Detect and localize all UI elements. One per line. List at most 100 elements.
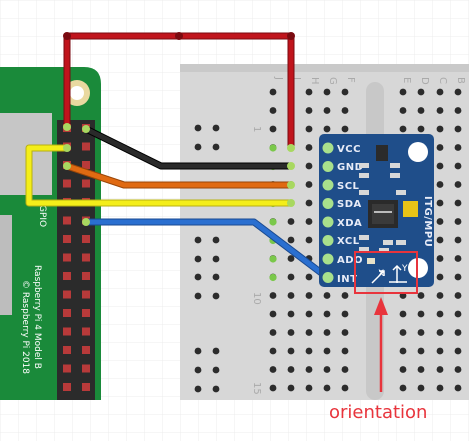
axis-indicator: X Y	[367, 258, 408, 284]
pin-label-sda: SDA	[337, 199, 362, 210]
column-letter: B	[455, 77, 466, 84]
pin-label-gnd: GND	[337, 162, 363, 173]
breadboard-hole	[436, 273, 444, 281]
column-letters: J I H G F E D C B	[273, 76, 466, 85]
gpio-pin	[82, 290, 90, 299]
breadboard-hole	[194, 143, 202, 151]
connected-hole	[269, 144, 277, 152]
breadboard-hole	[436, 162, 444, 170]
pin-label-xda: XDA	[337, 218, 362, 229]
breadboard-hole	[341, 88, 349, 96]
breadboard-hole	[454, 199, 462, 207]
breadboard-hole	[417, 292, 425, 299]
wires	[25, 32, 332, 282]
breadboard-hole	[287, 347, 295, 355]
breadboard-hole	[323, 347, 331, 355]
breadboard-hole	[287, 273, 295, 281]
smd-components	[359, 145, 418, 253]
breadboard-hole	[194, 366, 202, 374]
gpio-pin	[63, 327, 71, 336]
gpio-pin	[63, 309, 71, 317]
sensor-pin	[322, 235, 334, 246]
black-wire	[82, 125, 295, 170]
sensor-mounting-hole	[408, 142, 428, 162]
breadboard-hole	[341, 125, 349, 133]
breadboard-hole	[417, 347, 425, 355]
breadboard-hole	[194, 255, 202, 263]
breadboard-hole	[287, 292, 295, 299]
breadboard-hole	[341, 366, 349, 373]
breadboard-hole	[323, 329, 331, 336]
breadboard-hole	[212, 143, 220, 151]
gpio-pin	[82, 161, 90, 169]
breadboard-hole	[269, 125, 277, 133]
breadboard-hole	[454, 273, 462, 281]
breadboard-hole	[436, 255, 444, 262]
breadboard-hole	[454, 88, 462, 96]
breadboard-hole	[212, 273, 220, 281]
gpio-pin	[63, 346, 71, 354]
breadboard-hole	[341, 329, 349, 336]
breadboard-hole	[436, 125, 444, 133]
column-letter: I	[291, 77, 302, 80]
raspberry-pi-board: GPIO Raspberry Pi 4 Model B © Raspberry …	[0, 67, 101, 400]
breadboard-hole	[454, 384, 462, 392]
breadboard-hole	[323, 107, 331, 114]
breadboard-hole	[305, 125, 313, 133]
gpio-pin	[63, 235, 71, 243]
gpio-pin	[82, 142, 90, 151]
pi-model-label: Raspberry Pi 4 Model B	[32, 265, 42, 369]
breadboard-hole	[454, 181, 462, 188]
column-letter: F	[345, 77, 356, 83]
breadboard-hole	[305, 107, 313, 114]
breadboard-hole	[212, 385, 220, 393]
breadboard-hole	[269, 347, 277, 355]
highlight-box	[354, 251, 418, 294]
breadboard-hole	[194, 385, 202, 393]
breadboard-hole	[305, 236, 313, 244]
pi-copyright-label: © Raspberry Pi 2018	[20, 280, 30, 374]
gpio-pin	[63, 179, 71, 188]
connected-hole	[269, 273, 277, 282]
breadboard-hole	[269, 384, 277, 392]
breadboard-hole	[194, 124, 202, 132]
sensor-name-label: ITG/MPU	[422, 196, 433, 247]
breadboard-hole	[323, 384, 331, 392]
breadboard-hole	[194, 273, 202, 281]
breadboard-hole	[399, 366, 407, 373]
breadboard-hole	[417, 310, 425, 318]
breadboard-hole	[436, 107, 444, 114]
orange-wire	[63, 162, 295, 189]
axis-x-label: X	[378, 269, 384, 279]
breadboard-hole	[454, 144, 462, 151]
gpio-pin	[82, 327, 90, 336]
breadboard-hole	[269, 88, 277, 96]
gpio-pin	[82, 179, 90, 188]
gpio-pin	[82, 364, 90, 373]
pin-label-xcl: XCL	[337, 236, 360, 247]
breadboard-hole	[341, 107, 349, 114]
breadboard-hole	[287, 218, 295, 225]
breadboard-hole	[436, 236, 444, 244]
breadboard-hole	[399, 125, 407, 133]
breadboard-hole	[194, 236, 202, 244]
column-letter: C	[437, 77, 448, 84]
breadboard-hole	[269, 366, 277, 373]
breadboard-hole	[305, 162, 313, 170]
sensor-pin	[322, 161, 334, 172]
gpio-pin	[63, 383, 71, 391]
breadboard-hole	[212, 255, 220, 263]
sensor-pin	[322, 198, 334, 209]
breadboard-hole	[417, 107, 425, 114]
breadboard-hole	[399, 310, 407, 318]
gpio-pin	[63, 364, 71, 373]
gpio-pin	[82, 346, 90, 354]
column-letter: E	[401, 77, 412, 83]
arrow-head-icon	[374, 297, 388, 315]
breadboard-hole	[212, 292, 220, 300]
row-number-15: 15	[251, 382, 262, 395]
breadboard-hole	[323, 310, 331, 318]
breadboard-hole	[399, 347, 407, 355]
breadboard-hole	[305, 292, 313, 299]
